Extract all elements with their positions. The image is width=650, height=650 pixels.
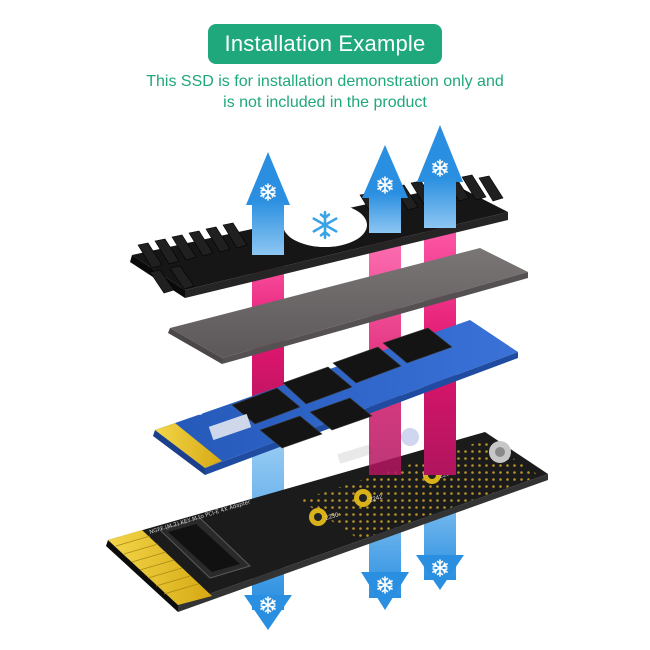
cooling-arrow-right-upper <box>417 125 463 228</box>
cooling-arrow-left-upper <box>246 152 290 255</box>
ssd-sticker <box>401 428 419 446</box>
thermal-pad <box>168 248 528 364</box>
gold-edge-connector <box>108 530 212 605</box>
adapter-sticker <box>337 444 373 464</box>
slot-label-2242: 2242 <box>369 494 384 504</box>
title-badge: Installation Example <box>208 24 442 64</box>
cooling-arrow-middle-upper <box>362 145 408 233</box>
ssd-label <box>208 413 252 441</box>
slot-label-2230: 2230 <box>325 512 340 522</box>
m2-socket <box>159 517 251 579</box>
subtitle-line-2: is not included in the product <box>223 94 427 111</box>
page-title: Installation Example <box>224 31 426 56</box>
nand-chips <box>231 327 453 449</box>
nvme-ssd <box>153 320 518 475</box>
subtitle-line-1: This SSD is for installation demonstrati… <box>146 73 504 90</box>
adapter-card: NGFF (M.2) KEY M to PCI-E 4X Adapter 223… <box>106 432 548 612</box>
